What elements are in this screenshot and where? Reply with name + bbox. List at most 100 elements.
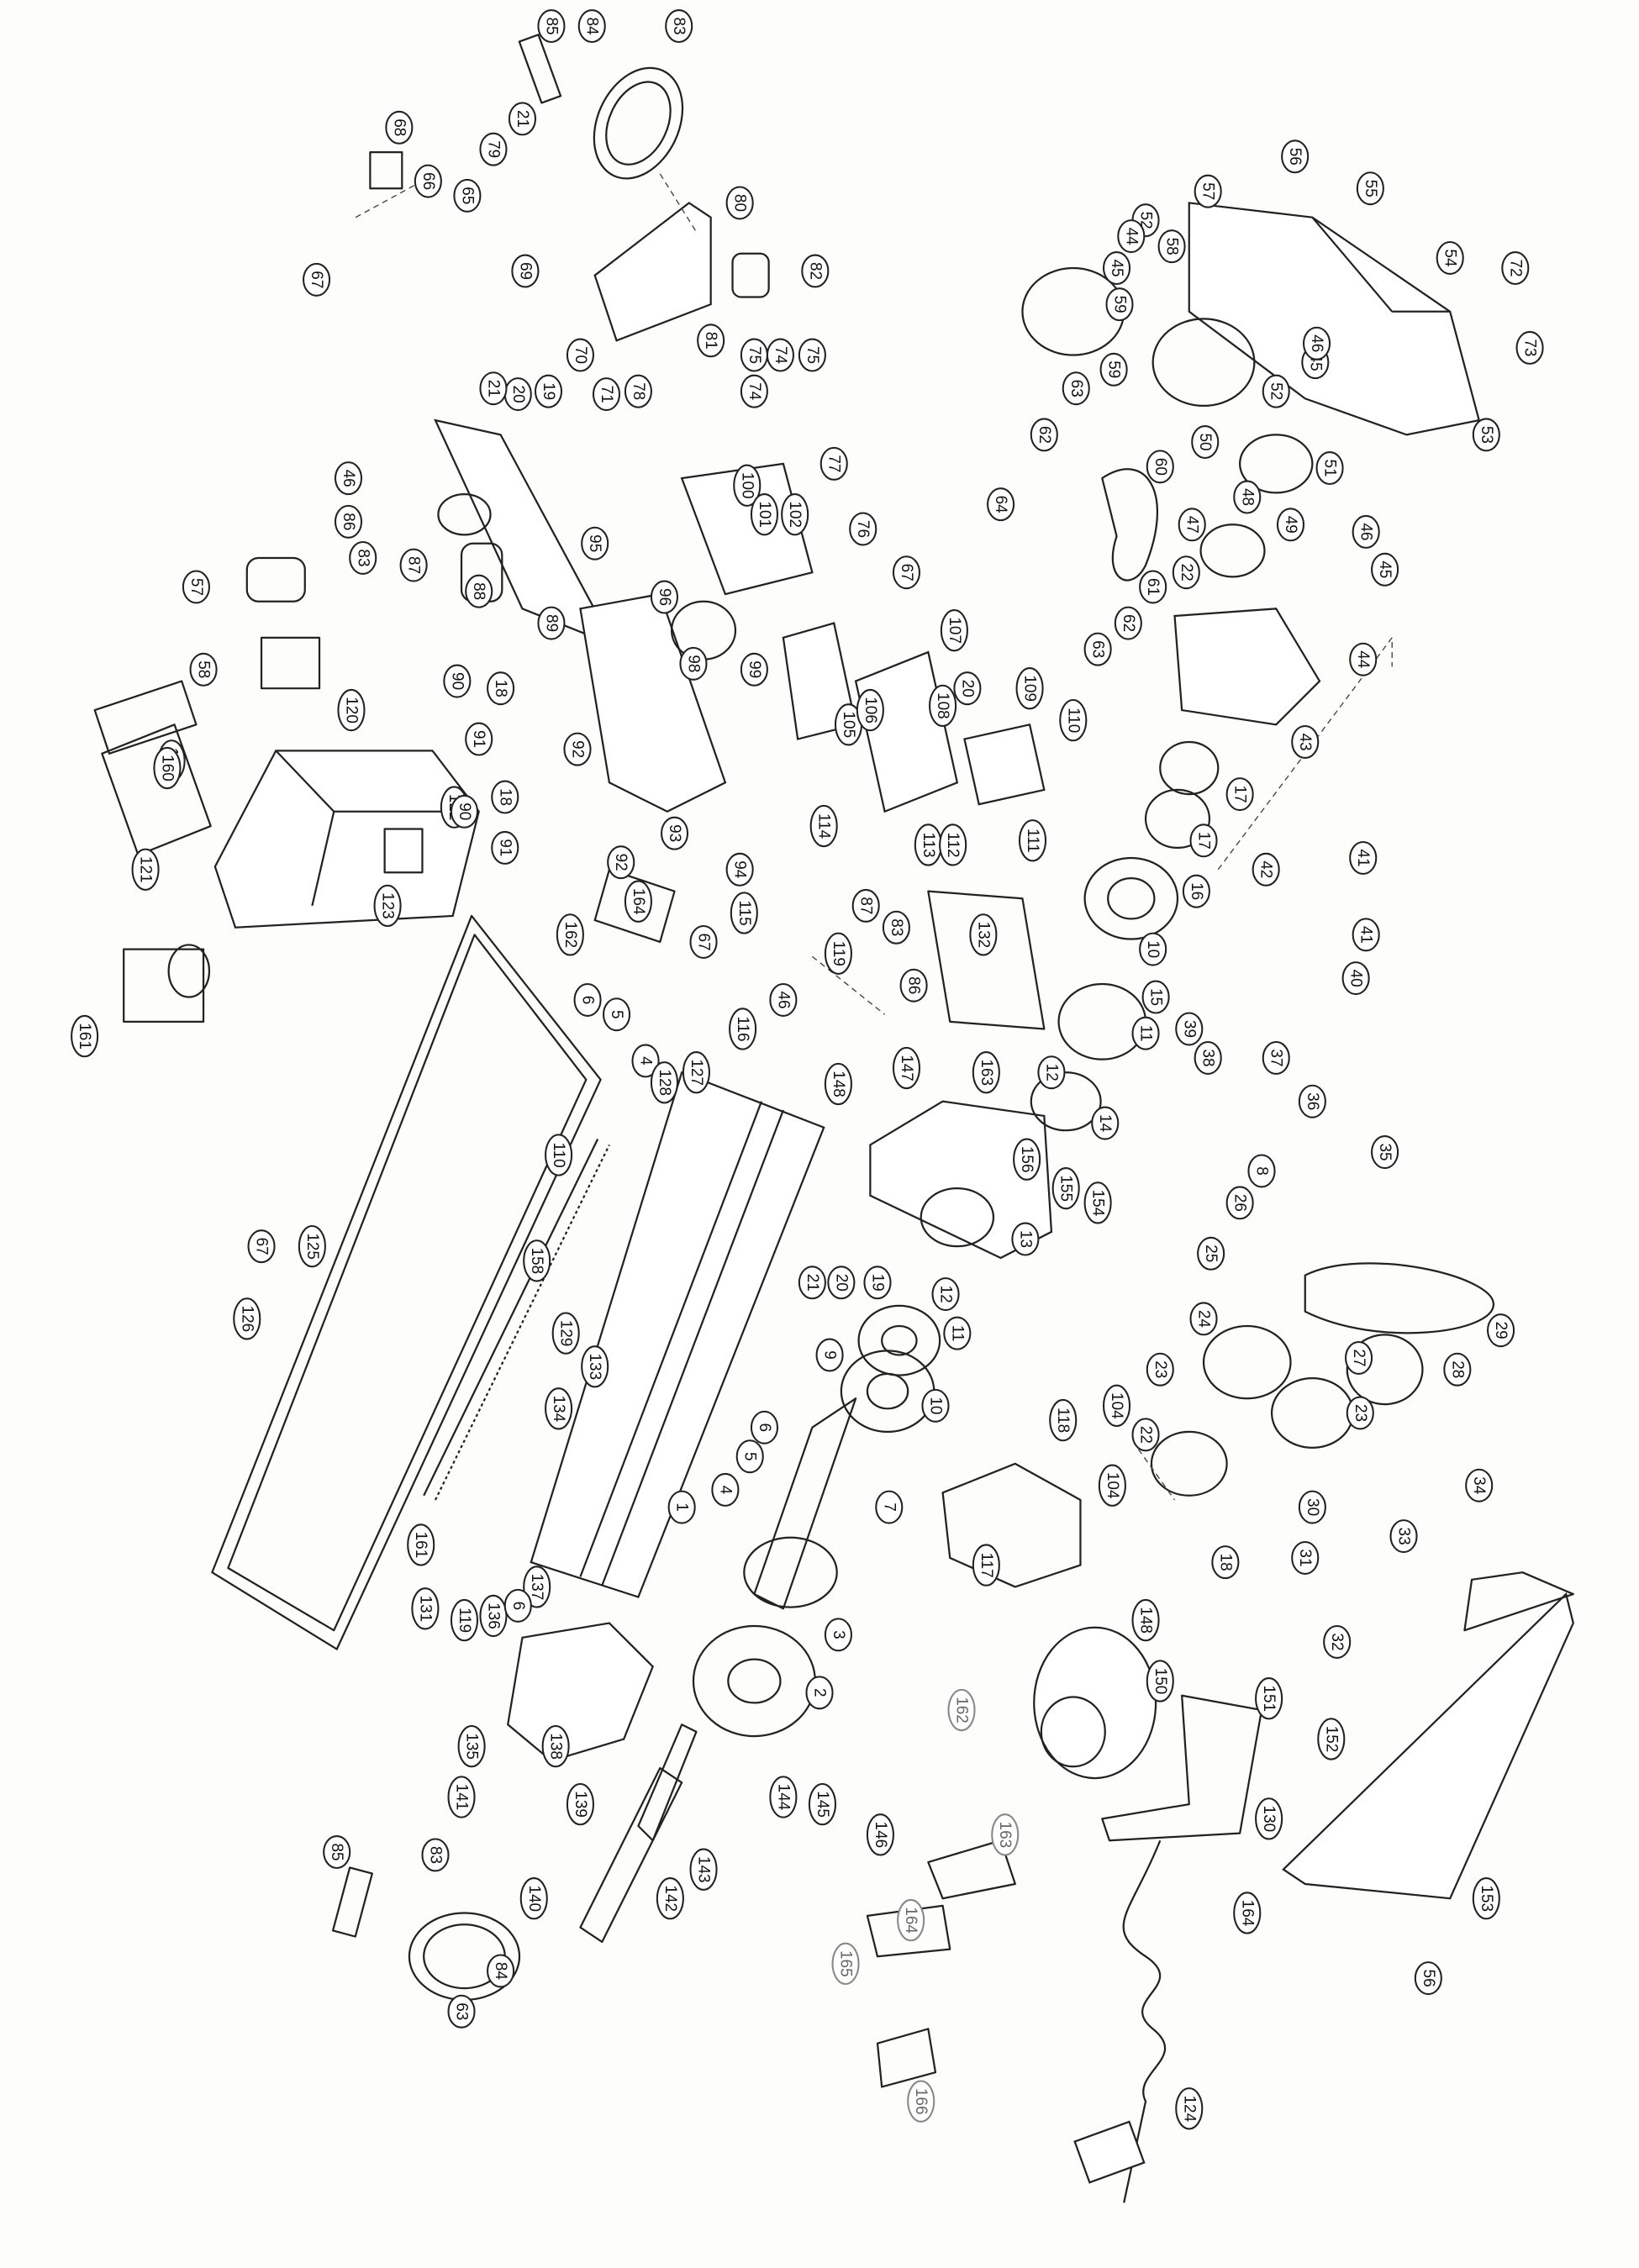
callout-number: 90	[456, 802, 473, 820]
callout-circle	[1189, 1302, 1218, 1336]
callout-21: 21	[479, 371, 508, 406]
callout-118: 118	[1049, 1398, 1078, 1442]
callout-number: 83	[670, 17, 688, 34]
callout-26: 26	[1225, 1186, 1254, 1220]
callout-number: 44	[1354, 650, 1372, 668]
callout-circle	[972, 1544, 1000, 1587]
callout-circle	[1105, 287, 1134, 322]
callout-number: 51	[1321, 459, 1339, 476]
callout-156: 156	[1013, 1138, 1041, 1181]
callout-number: 62	[1036, 426, 1053, 444]
callout-57: 57	[182, 570, 210, 604]
callout-55: 55	[1356, 171, 1384, 206]
callout-112: 112	[939, 824, 967, 866]
callout-circle	[947, 1688, 976, 1732]
callout-circle	[660, 816, 689, 850]
callout-number: 36	[1304, 1092, 1321, 1110]
callout-circle	[1233, 480, 1262, 514]
chuck	[692, 1624, 816, 1738]
callout-circle	[991, 1813, 1020, 1856]
callout-number: 37	[1267, 1049, 1285, 1066]
callout-67: 67	[247, 1229, 276, 1264]
callout-number: 32	[1328, 1633, 1346, 1650]
callout-circle	[769, 1776, 798, 1818]
power-cord	[1122, 1839, 1167, 2203]
callout-115: 115	[730, 892, 758, 934]
callout-137: 137	[523, 1565, 551, 1608]
callout-113: 113	[914, 824, 942, 866]
motor	[1033, 1626, 1157, 1780]
callout-59: 59	[1099, 352, 1128, 387]
callout-number: 63	[1089, 640, 1107, 658]
callout-circle	[1501, 251, 1530, 286]
callout-number: 140	[525, 1885, 543, 1912]
callout-circle	[491, 780, 519, 814]
callout-15: 15	[1141, 980, 1170, 1014]
callout-10: 10	[921, 1388, 950, 1423]
handwheel	[593, 66, 684, 180]
callout-circle	[551, 1312, 580, 1355]
callout-48: 48	[1233, 480, 1262, 514]
callout-142: 142	[656, 1877, 684, 1920]
callout-number: 139	[572, 1791, 589, 1818]
callout-circle	[831, 1942, 860, 1986]
callout-18: 18	[1211, 1545, 1240, 1580]
callout-circle	[851, 888, 880, 923]
callout-143: 143	[689, 1848, 718, 1891]
callout-84: 84	[577, 9, 606, 44]
callout-circle	[1131, 1598, 1160, 1642]
callout-circle	[769, 982, 798, 1017]
callout-circle	[750, 1410, 779, 1444]
callout-61: 61	[1139, 570, 1167, 604]
callout-number: 10	[926, 1397, 944, 1414]
callout-circle	[421, 1838, 450, 1872]
callout-135: 135	[457, 1724, 486, 1768]
callout-number: 87	[405, 556, 423, 574]
callout-circle	[733, 464, 762, 507]
callout-67: 67	[303, 262, 331, 297]
callout-number: 7	[880, 1502, 898, 1512]
callout-number: 80	[731, 194, 749, 212]
callout-circle	[824, 1062, 852, 1106]
callout-60: 60	[1146, 450, 1174, 484]
callout-18: 18	[487, 671, 515, 706]
callout-circle	[1472, 1877, 1500, 1920]
callout-number: 18	[492, 680, 509, 697]
callout-circle	[689, 1848, 718, 1891]
callout-85: 85	[323, 1835, 351, 1870]
callout-number: 153	[1478, 1885, 1495, 1912]
callout-number: 110	[550, 1142, 567, 1167]
callout-circle	[892, 555, 921, 590]
callout-number: 100	[738, 472, 756, 499]
callout-circle	[334, 504, 363, 539]
callout-number: 14	[1096, 1114, 1114, 1132]
callout-number: 99	[746, 660, 763, 678]
callout-circle	[1102, 251, 1131, 286]
callout-83: 83	[665, 9, 693, 44]
callout-number: 92	[568, 740, 586, 758]
callout-162: 162	[947, 1688, 976, 1732]
callout-145: 145	[808, 1782, 837, 1826]
callout-101: 101	[750, 493, 779, 536]
callout-76: 76	[849, 512, 877, 546]
callout-58: 58	[189, 652, 218, 687]
callout-46: 46	[1352, 514, 1380, 549]
callout-104: 104	[1102, 1384, 1131, 1428]
callout-circle	[1371, 552, 1399, 587]
callout-number: 22	[1137, 1426, 1155, 1444]
callout-number: 146	[872, 1822, 889, 1849]
callout-circle	[624, 374, 652, 408]
callout-28: 28	[1443, 1352, 1472, 1387]
callout-9: 9	[815, 1338, 844, 1372]
callout-number: 150	[1152, 1668, 1169, 1695]
callout-number: 6	[756, 1423, 773, 1432]
callout-6: 6	[750, 1410, 779, 1444]
tailstock	[506, 1622, 654, 1762]
callout-circle	[725, 186, 754, 220]
callout-circle	[750, 493, 779, 536]
callout-45: 45	[1371, 552, 1399, 587]
callout-circle	[491, 830, 519, 865]
callout-number: 11	[948, 1325, 966, 1342]
callout-161: 161	[407, 1523, 435, 1566]
callout-circle	[882, 910, 910, 945]
